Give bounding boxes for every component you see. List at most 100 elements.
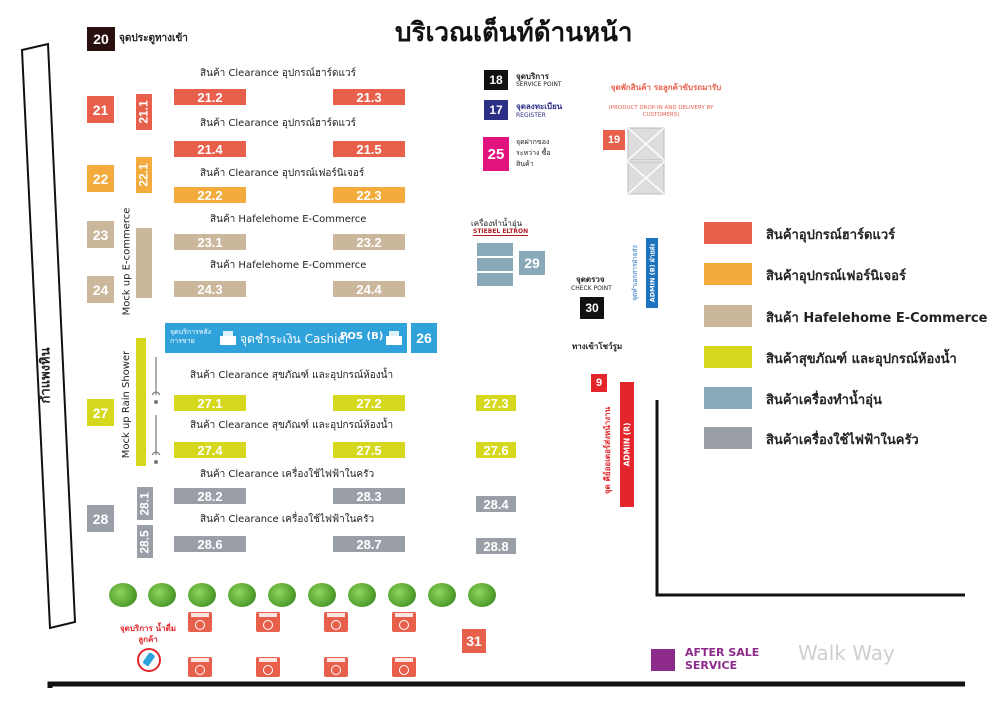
stall-22-3: 22.3 [333,187,405,203]
mockup-rain-shower-stall [136,338,146,466]
stall-27-5: 27.5 [333,442,405,458]
food-stall-icon [392,612,416,632]
admin-b-desk: ADMIN (B) ฝ่ายส่ง [646,238,658,308]
service-point-label-en: SERVICE POINT [516,81,562,88]
stall-21-4: 21.4 [174,141,246,157]
zone-27: 27 [87,399,114,426]
food-stall-icon [256,657,280,677]
register-label: จุดลงทะเบียน [516,102,563,111]
food-stall-icon [256,612,280,632]
register-point-17: 17 [484,100,508,120]
tree-icon [109,583,137,607]
tree-icon [468,583,496,607]
admin-r-desk: ADMIN (R) [620,382,634,507]
service-point-label: จุดบริการ [516,72,549,81]
pickup-area-icon [627,127,665,195]
point-31: 31 [462,629,486,653]
stone-wall [20,42,77,630]
stall-28-1: 28.1 [137,487,153,520]
water-heater-label: เครื่องทำน้ำอุ่น [471,219,523,228]
service-point-18: 18 [484,70,508,90]
drinking-water-label: จุดบริการ น้ำดื่มลูกค้า [119,624,177,644]
entrance-marker: 20 [87,27,115,51]
stall-28-6: 28.6 [174,536,246,552]
legend-swatch-water-heater [704,387,752,409]
stall-27-3: 27.3 [476,395,516,411]
stall-27-2: 27.2 [333,395,405,411]
order-key-label: จุด คีย์ออเดอร์ส่งหน้างาน [603,406,613,494]
stall-21-5: 21.5 [333,141,405,157]
row-22-label: สินค้า Clearance อุปกรณ์เฟอร์นิเจอร์ [200,168,365,179]
legend-label-kitchen: สินค้าเครื่องใช้ไฟฟ้าในครัว [766,433,919,448]
row-28-label-a: สินค้า Clearance เครื่องใช้ไฟฟ้าในครัว [200,469,375,480]
stall-22-2: 22.2 [174,187,246,203]
food-stall-icon [392,657,416,677]
cashier-number: 26 [411,323,437,353]
stall-28-3: 28.3 [333,488,405,504]
tree-icon [308,583,336,607]
food-stall-icon [324,657,348,677]
zone-22: 22 [87,165,114,192]
after-sale-swatch [651,649,675,671]
water-heater-stall-1 [477,243,513,256]
stall-22-1: 22.1 [136,157,152,193]
tree-icon [268,583,296,607]
stall-27-1: 27.1 [174,395,246,411]
walkway-label: Walk Way [798,641,895,665]
cashier-label: จุดชำระเงิน Cashier [240,332,350,346]
stall-28-7: 28.7 [333,536,405,552]
legend-label-sanitary: สินค้าสุขภัณฑ์ และอุปกรณ์ห้องน้ำ [766,352,957,367]
pickup-label-en: (PRODUCT DROP-IN AND DELIVERY BY CUSTOME… [608,105,714,118]
row-21-label-b: สินค้า Clearance อุปกรณ์ฮาร์ดแวร์ [200,118,356,129]
mockup-ecommerce-label: Mock up E-commerce [121,207,133,315]
water-heater-29: 29 [519,251,545,275]
legend-swatch-sanitary [704,346,752,368]
food-stall-icon [188,612,212,632]
pos-label: POS (B) [340,331,384,342]
row-28-label-b: สินค้า Clearance เครื่องใช้ไฟฟ้าในครัว [200,514,375,525]
stall-28-2: 28.2 [174,488,246,504]
legend-swatch-ecommerce [704,305,752,327]
cashier-counter [165,323,407,353]
legend-label-ecommerce: สินค้า Hafelehome E-Commerce [766,311,988,326]
row-23-label: สินค้า Hafelehome E-Commerce [210,214,367,225]
entrance-label: จุดประตูทางเข้า [119,33,188,44]
mockup-rain-shower-label: Mock up Rain Shower [121,350,133,458]
stall-21-3: 21.3 [333,89,405,105]
after-sale-service-point: จุดบริการหลัง การขาย [170,328,212,345]
stiebel-brand: STIEBEL ELTRON [473,228,529,236]
zone-21: 21 [87,96,114,123]
row-21-label-a: สินค้า Clearance อุปกรณ์ฮาร์ดแวร์ [200,68,356,79]
legend-swatch-hardware [704,222,752,244]
legend-label-water-heater: สินค้าเครื่องทำน้ำอุ่น [766,393,882,408]
bag-deposit-25: 25 [483,137,509,171]
water-heater-stall-3 [477,273,513,286]
tree-icon [388,583,416,607]
stall-24-4: 24.4 [333,281,405,297]
stall-24-3: 24.3 [174,281,246,297]
entrance-number: 20 [93,31,109,47]
cash-register-icon [220,331,236,345]
page-title: บริเวณเต็นท์ด้านหน้า [395,18,633,48]
cash-register-icon-2 [386,331,402,345]
row-27-label-a: สินค้า Clearance สุขภัณฑ์ และอุปกรณ์ห้อง… [190,370,394,381]
legend-swatch-furniture [704,263,752,285]
stall-28-5: 28.5 [137,525,153,558]
bag-deposit-label: จุดฝากของ ระหว่าง ซื้อสินค้า [516,138,551,168]
showroom-entrance-label: ทางเข้าโชว์รูม [572,342,623,351]
tree-icon [188,583,216,607]
bottom-boundary [47,681,965,688]
tree-icon [228,583,256,607]
mockup-ecommerce-stall [136,228,152,298]
tree-icon [148,583,176,607]
row-27-label-b: สินค้า Clearance สุขภัณฑ์ และอุปกรณ์ห้อง… [190,420,394,431]
stall-21-2: 21.2 [174,89,246,105]
tree-icon [428,583,456,607]
wall-label: กำแพงหิน [38,347,54,403]
stall-23-1: 23.1 [174,234,246,250]
stall-28-8: 28.8 [476,538,516,554]
stall-23-2: 23.2 [333,234,405,250]
food-stall-icon [188,657,212,677]
showroom-boundary [655,400,965,597]
